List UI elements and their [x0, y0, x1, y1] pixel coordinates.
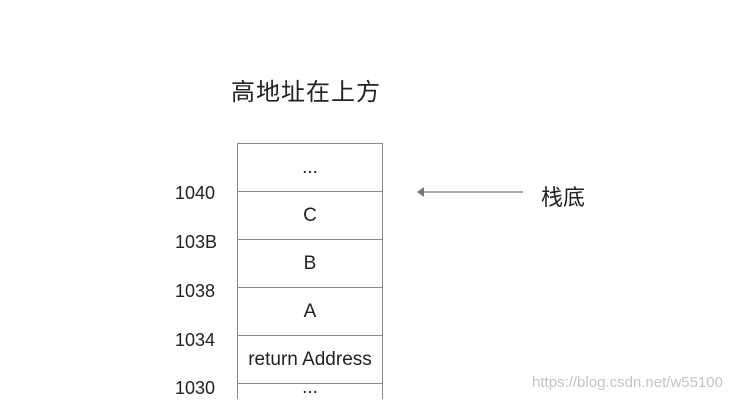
- stack-cell-ellipsis-bottom: ...: [238, 383, 382, 399]
- address-label-103b: 103B: [175, 232, 218, 252]
- stack-cell-c: C: [238, 191, 382, 239]
- memory-stack: ... C B A return Address ...: [237, 143, 383, 399]
- address-label-1038: 1038: [175, 281, 216, 301]
- address-label-1040: 1040: [175, 183, 216, 203]
- stack-cell-ellipsis-top: ...: [238, 143, 382, 191]
- address-label-1030: 1030: [175, 378, 216, 398]
- arrow-left-icon: [417, 187, 523, 197]
- stack-cell-a: A: [238, 287, 382, 335]
- stack-cell-return-address: return Address: [238, 335, 382, 383]
- watermark: https://blog.csdn.net/w55100: [532, 374, 723, 391]
- stack-bottom-label: 栈底: [541, 186, 586, 211]
- stack-cell-b: B: [238, 239, 382, 287]
- diagram-title: 高地址在上方: [231, 78, 381, 106]
- address-label-1034: 1034: [175, 330, 216, 350]
